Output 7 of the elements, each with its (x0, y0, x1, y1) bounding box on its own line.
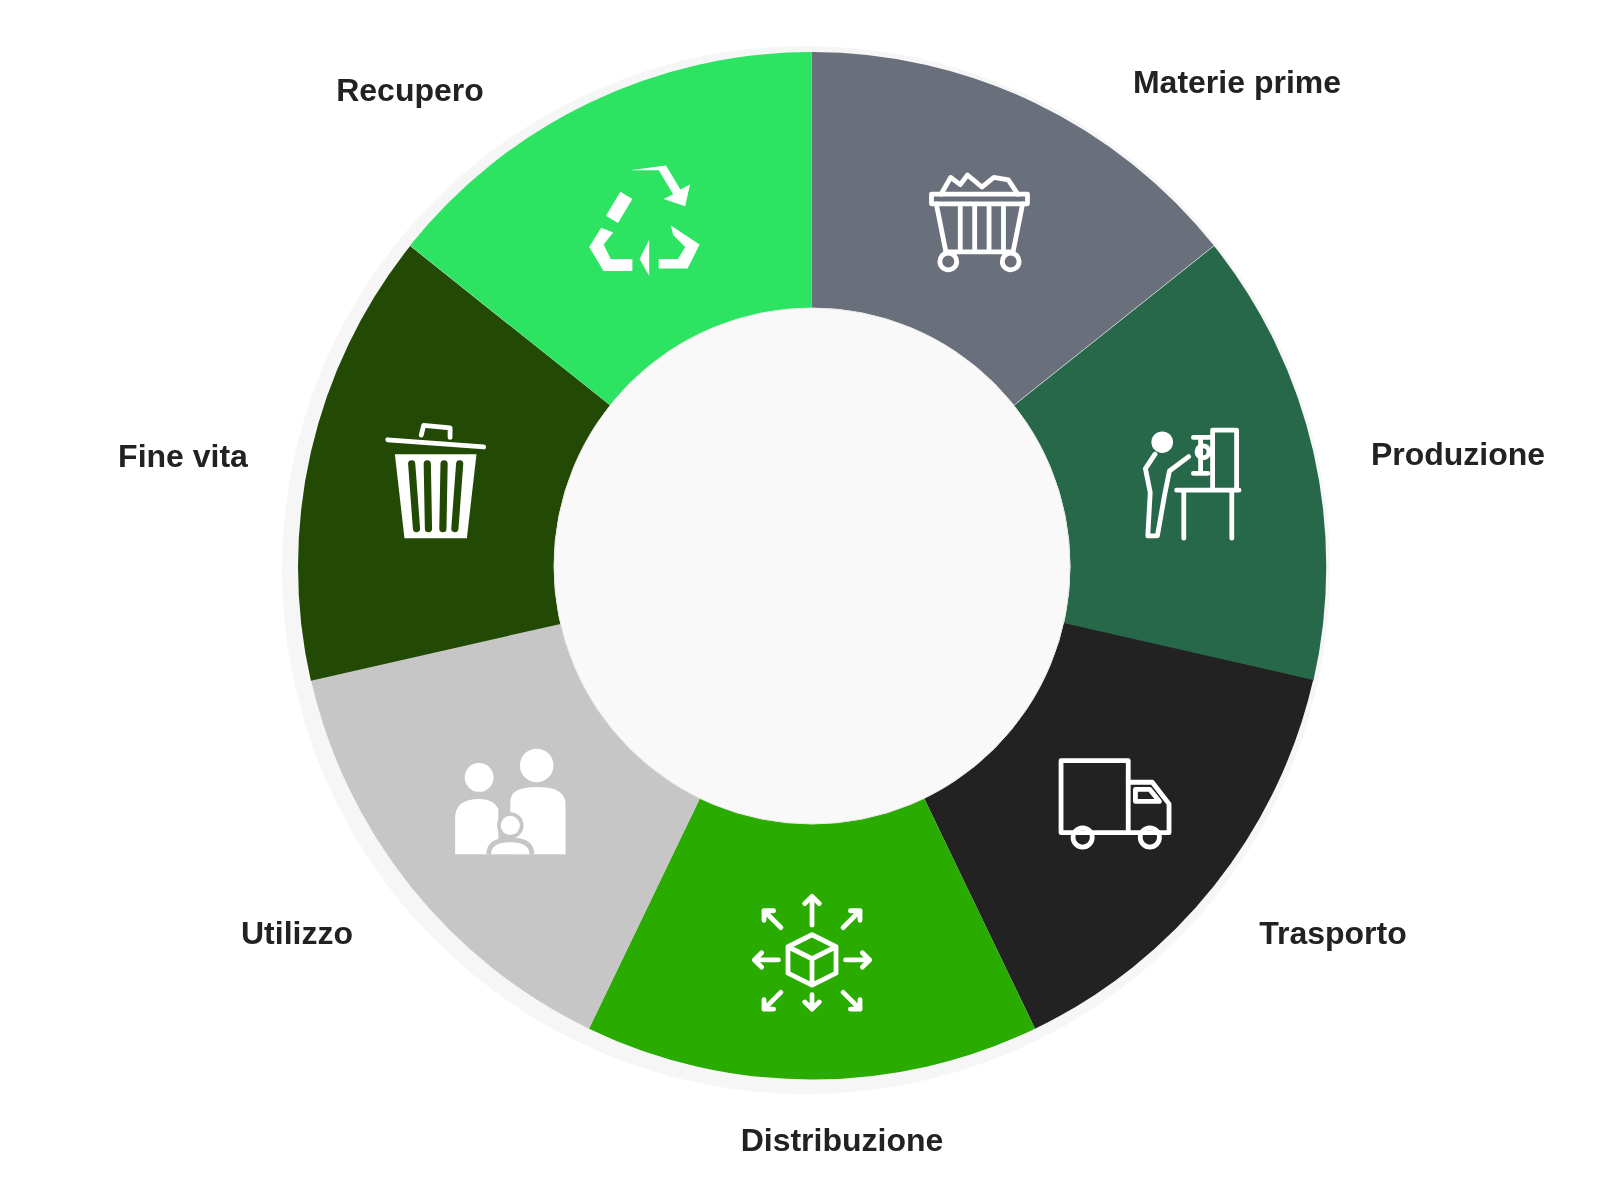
stage-label: Distribuzione (740, 1121, 944, 1159)
stage-label: Fine vita (118, 437, 248, 475)
stage-label: Utilizzo (241, 914, 353, 952)
stage-label: Trasporto (1259, 914, 1407, 952)
stage-label: Produzione (1370, 435, 1546, 473)
stage-label: Recupero (336, 71, 484, 109)
stage-label: Materie prime (1132, 63, 1342, 101)
